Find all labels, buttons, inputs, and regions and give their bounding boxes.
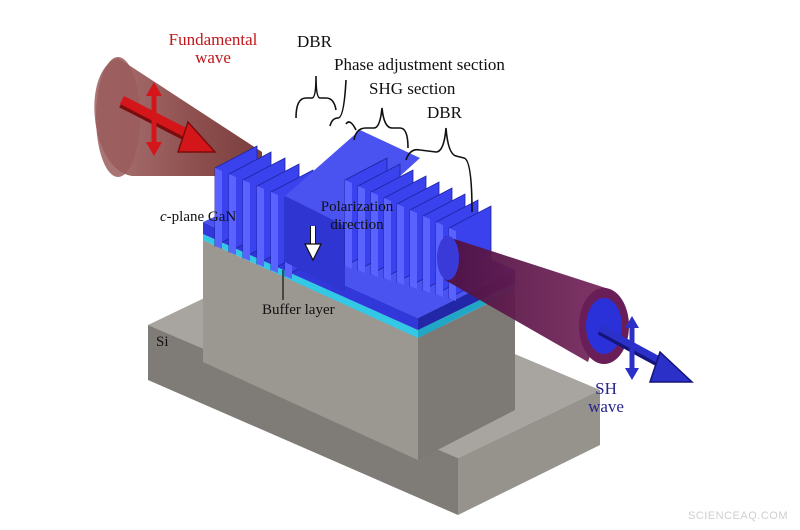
phase-adjustment-brace — [329, 79, 357, 131]
fundamental-wave-label: Fundamental wave — [150, 31, 276, 67]
si-substrate — [148, 240, 600, 515]
dbr-right-fin-edge — [345, 180, 352, 269]
sh-wave-line2: wave — [588, 397, 624, 416]
dbr-top-brace — [295, 75, 337, 119]
dbr-right-brace — [405, 127, 473, 213]
dbr-left-fin-edge — [243, 180, 250, 261]
fundamental-wave-line1: Fundamental — [168, 30, 258, 49]
dbr-top-label: DBR — [297, 32, 332, 51]
shg-section-brace — [353, 107, 409, 149]
c-plane-italic-c: c — [160, 209, 167, 225]
dbr-right-label: DBR — [427, 103, 462, 122]
polarization-line1: Polarization — [320, 199, 394, 215]
polarization-direction-label: Polarization direction — [302, 198, 412, 234]
dbr-left-fin-edge — [215, 168, 222, 249]
c-plane-rest: -plane GaN — [166, 209, 237, 225]
dbr-right-fin-edge — [384, 198, 391, 281]
dbr-left-fin-edge — [257, 186, 264, 267]
fundamental-beam — [94, 57, 262, 177]
dbr-right-fin-edge — [410, 210, 417, 289]
dbr-right-fin-edge — [358, 186, 365, 273]
dbr-right-fin-edge — [423, 216, 430, 293]
polarization-direction-arrow — [304, 226, 322, 262]
buffer-layer-label: Buffer layer — [262, 302, 335, 318]
fundamental-propagation-arrow — [119, 95, 217, 153]
polarization-line2: direction — [330, 217, 384, 233]
sh-wave-line1: SH — [595, 379, 617, 398]
fundamental-wave-line2: wave — [195, 48, 231, 67]
sh-propagation-arrow — [597, 324, 694, 383]
sh-wave-label: SH wave — [578, 380, 634, 416]
phase-adjustment-label: Phase adjustment section — [334, 55, 505, 74]
fundamental-polarization-arrow — [146, 82, 162, 156]
watermark: SCIENCEAQ.COM — [687, 510, 788, 522]
c-plane-gan-label: c-plane GaN — [160, 208, 236, 226]
dbr-right-fin-edge — [397, 204, 404, 285]
dbr-left-fin-edge — [229, 174, 236, 255]
si-label: Si — [156, 334, 169, 350]
dbr-left-fin-edge — [271, 192, 278, 273]
dbr-right-fin-edge — [371, 192, 378, 277]
sh-polarization-arrow — [625, 316, 639, 380]
shg-section-label: SHG section — [369, 79, 456, 98]
